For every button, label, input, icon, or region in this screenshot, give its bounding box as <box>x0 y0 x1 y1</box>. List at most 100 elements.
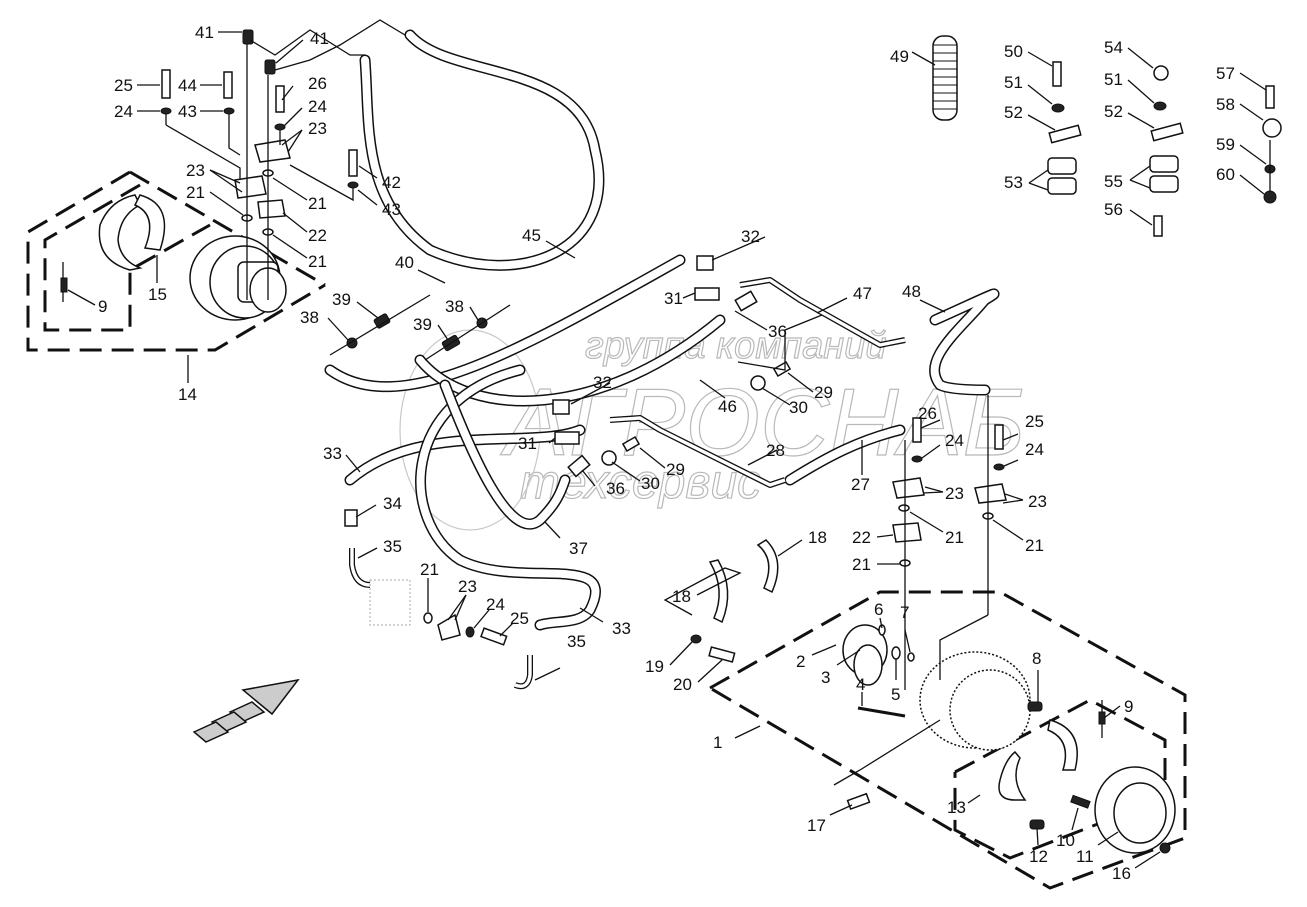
callout-33: 33 <box>323 444 342 463</box>
block-22a <box>257 199 286 219</box>
callout-11: 11 <box>1076 847 1094 866</box>
callout-17: 17 <box>807 816 826 835</box>
callout-labels: 41 41 25 44 26 24 43 24 23 42 43 23 21 2… <box>98 23 1235 883</box>
bolt-26a <box>275 85 285 113</box>
callout-9: 9 <box>98 297 107 316</box>
callout-25: 25 <box>510 609 529 628</box>
callout-2: 2 <box>796 652 805 671</box>
bleeder-8 <box>1027 701 1043 712</box>
bleeder-12 <box>1029 819 1045 830</box>
callout-41: 41 <box>195 23 214 42</box>
washer-51a <box>1051 103 1065 113</box>
callout-36: 36 <box>606 479 625 498</box>
shim-18b <box>756 539 779 594</box>
callout-22: 22 <box>308 226 327 245</box>
elbow-32b <box>552 399 570 415</box>
callout-24: 24 <box>114 102 133 121</box>
callout-4: 4 <box>856 675 865 694</box>
callout-57: 57 <box>1216 64 1235 83</box>
callout-18: 18 <box>672 587 691 606</box>
washer-51b <box>1153 101 1167 111</box>
washer-43a <box>223 107 235 115</box>
bolt-25b <box>480 627 508 646</box>
oring-21e <box>898 504 910 512</box>
callout-32: 32 <box>593 373 612 392</box>
callout-37: 37 <box>569 539 588 558</box>
accessory-parts <box>932 35 1282 237</box>
bolt-17 <box>846 792 871 811</box>
callout-43: 43 <box>382 200 401 219</box>
callout-24: 24 <box>1025 440 1044 459</box>
callout-5: 5 <box>891 685 900 704</box>
callout-21: 21 <box>1025 536 1044 555</box>
adapter-39a <box>373 313 391 329</box>
callout-20: 20 <box>673 675 692 694</box>
callout-9: 9 <box>1124 697 1133 716</box>
callout-23: 23 <box>308 119 327 138</box>
callout-55: 55 <box>1104 172 1123 191</box>
callout-38: 38 <box>445 297 464 316</box>
callout-30: 30 <box>789 398 808 417</box>
callout-21: 21 <box>945 528 964 547</box>
callout-39: 39 <box>332 290 351 309</box>
callout-7: 7 <box>900 603 909 622</box>
callout-32: 32 <box>741 227 760 246</box>
brake-shoe-right <box>133 194 166 251</box>
brake-shoe-13b <box>1047 719 1078 771</box>
seal-3 <box>853 644 883 686</box>
callout-25: 25 <box>114 76 133 95</box>
callout-23: 23 <box>186 161 205 180</box>
callout-42: 42 <box>382 173 401 192</box>
bolt-25a <box>161 69 171 99</box>
bolt-44 <box>223 71 233 99</box>
watermark-logo <box>399 329 541 531</box>
washer-24e <box>993 463 1005 471</box>
brake-drum-bore <box>1113 782 1167 844</box>
bolt-26b <box>912 417 922 443</box>
callout-14: 14 <box>178 385 197 404</box>
callout-31: 31 <box>664 289 683 308</box>
nut-54 <box>1153 65 1169 81</box>
nut-60 <box>1263 190 1277 204</box>
nut-30b <box>601 450 617 466</box>
spring-coil <box>60 277 68 293</box>
callout-30: 30 <box>641 474 660 493</box>
callout-36: 36 <box>768 322 787 341</box>
leader-lines <box>67 31 1267 869</box>
clamp-55-bottom <box>1149 175 1179 193</box>
callout-8: 8 <box>1032 649 1041 668</box>
callout-40: 40 <box>395 253 414 272</box>
direction-arrow-icon <box>192 678 300 743</box>
flange-23b <box>234 175 267 199</box>
valve-block <box>369 579 411 626</box>
callout-21: 21 <box>420 560 439 579</box>
shaft-4 <box>857 706 906 718</box>
callout-6: 6 <box>874 600 883 619</box>
callout-35: 35 <box>567 632 586 651</box>
callout-22: 22 <box>852 528 871 547</box>
callout-46: 46 <box>718 397 737 416</box>
callout-28: 28 <box>766 441 785 460</box>
washer-24d <box>911 455 923 463</box>
group-14-boundary-top <box>129 170 326 287</box>
pipes <box>609 277 906 488</box>
bolt-42 <box>348 149 358 177</box>
bolt-57 <box>1265 85 1275 109</box>
callout-21: 21 <box>308 194 327 213</box>
clamp-55-top <box>1149 155 1179 173</box>
elbow-41a <box>242 29 254 45</box>
elbow-36a <box>734 290 758 312</box>
washer-43b <box>347 181 359 189</box>
callout-38: 38 <box>300 308 319 327</box>
callout-29: 29 <box>666 460 685 479</box>
bolt-10 <box>1070 794 1091 809</box>
callout-19: 19 <box>645 657 664 676</box>
shim-18a <box>708 559 729 624</box>
plate-52a <box>1048 124 1082 144</box>
elbow-32a <box>696 255 714 271</box>
callout-23: 23 <box>458 577 477 596</box>
callout-43: 43 <box>178 102 197 121</box>
callout-23: 23 <box>1028 492 1047 511</box>
